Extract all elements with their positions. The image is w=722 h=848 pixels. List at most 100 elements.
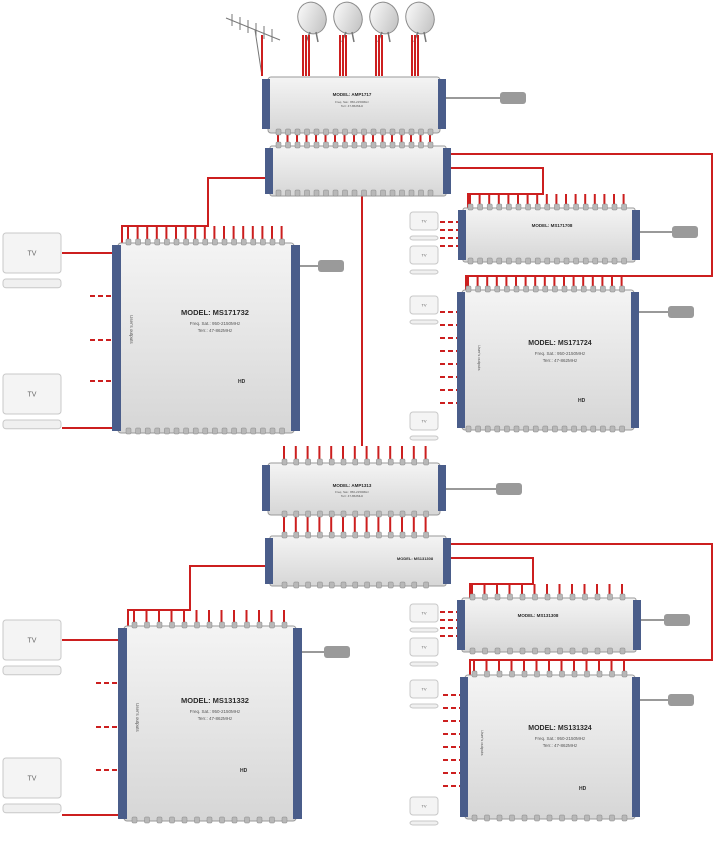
f-connector [340,458,347,466]
f-connector [364,458,370,466]
power-brick [318,260,344,272]
power-adapter-icon [640,694,694,706]
f-connector [144,238,151,246]
f-connector [554,257,560,265]
f-connector [250,238,257,246]
f-connector [351,141,358,149]
power-brick [668,306,694,318]
power-adapter-icon [639,306,694,318]
tv-screen [2,232,62,274]
f-connector [389,189,396,197]
f-connector [418,141,424,149]
ms131332-hd-badge: HD [240,768,248,774]
dish-reflector [405,1,435,35]
power-adapter-icon [641,614,690,626]
f-connector [399,189,405,197]
tv-set: TV [409,637,439,667]
f-connector [611,203,618,211]
f-connector [506,257,512,265]
f-connector [212,238,218,246]
f-connector [231,816,238,824]
f-connector [231,238,237,246]
f-connector [408,189,415,197]
f-connector [546,814,553,822]
dish-reflector [369,1,399,35]
f-connector [494,647,501,655]
f-connector [352,531,359,539]
f-connector [387,510,394,518]
f-connector [328,581,335,589]
f-connector [380,128,386,136]
ms131324-outputs-label: User's outputs [480,730,485,755]
f-connector [519,647,526,655]
tv-set: TV [409,796,439,826]
set-top-box [2,419,62,430]
f-connector [313,189,320,197]
f-connector [596,670,603,678]
f-connector [293,458,300,466]
f-connector [332,128,339,136]
ms171724-freq: Freq. Sat.: 950-2150MHz [535,351,586,356]
f-connector [399,581,406,589]
f-connector [342,141,348,149]
f-connector [317,510,323,518]
f-connector [507,593,513,601]
f-connector [269,427,276,435]
f-connector [496,814,503,822]
f-connector [173,238,180,246]
multiswitch-ms131324: MODEL: MS131324 Freq. Sat.: 950-2150MHz … [460,674,640,820]
f-connector [580,425,587,433]
f-connector [294,141,301,149]
f-connector [244,621,250,629]
f-connector [600,425,606,433]
set-top-box [409,627,439,633]
f-connector [557,647,563,655]
tv-screen [2,619,62,661]
f-connector [285,189,291,197]
f-connector [525,257,531,265]
f-connector [521,814,528,822]
f-connector [256,621,263,629]
f-connector [293,531,300,539]
f-connector [305,581,311,589]
f-connector [281,510,288,518]
f-connector [275,141,282,149]
tv-set: TV [2,757,62,814]
f-connector [164,427,170,435]
f-connector [387,458,394,466]
f-connector [619,425,625,433]
f-connector [125,238,132,246]
f-connector [351,189,358,197]
f-connector [285,128,291,136]
f-connector [569,593,576,601]
ms131308-model: MODEL: MS131308 [518,613,559,618]
f-connector [584,814,590,822]
f-connector [542,425,549,433]
f-connector [494,285,501,293]
tv-set: TV [2,373,62,430]
f-connector [194,621,200,629]
amplifier-top-freq: Freq. Sat.: 950-2150MHz [335,100,369,104]
f-connector [423,531,429,539]
f-connector [494,593,501,601]
f-connector [571,814,578,822]
f-connector [509,670,515,678]
f-connector [275,189,282,197]
f-connector [475,425,481,433]
f-connector [582,593,588,601]
multiswitch-ms171708: MODEL: MS171708 [458,207,640,263]
f-connector [144,621,150,629]
tv-set: TV [409,295,439,325]
f-connector [206,816,213,824]
ms131332-outputs-label: User's outputs [135,703,140,732]
f-connector [269,238,276,246]
f-connector [212,427,218,435]
f-connector [609,285,616,293]
ms171724-terr: Terr.: 47-862MHz [543,358,578,363]
f-connector [144,427,151,435]
f-connector [376,581,382,589]
f-connector [534,257,541,265]
f-connector [486,257,493,265]
f-connector [194,816,200,824]
f-connector [219,816,225,824]
